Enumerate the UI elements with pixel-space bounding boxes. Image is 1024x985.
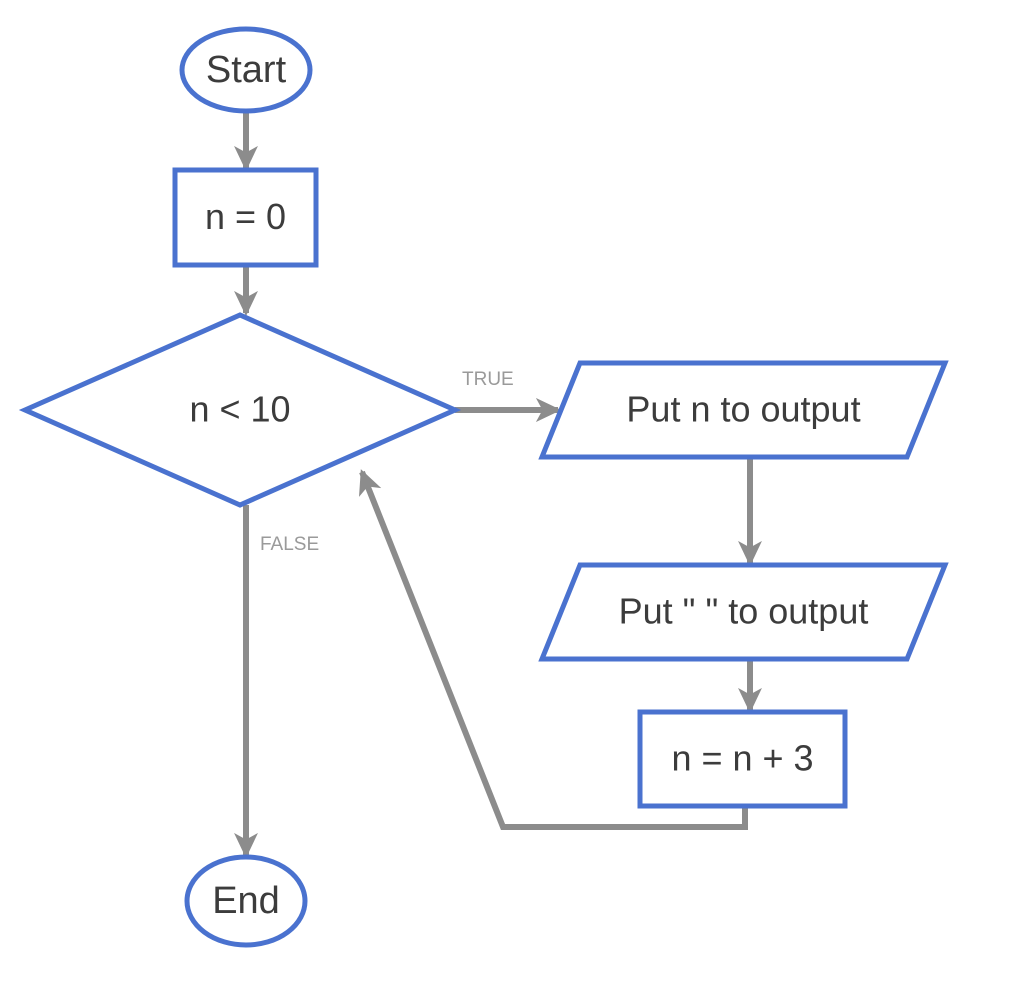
node-condition[interactable]: n < 10 (18, 312, 462, 508)
connector-increment-loop-back-to-condition (359, 469, 748, 830)
node-label-start: Start (206, 49, 287, 91)
node-end[interactable]: End (184, 854, 308, 948)
edge-label-false: FALSE (260, 534, 319, 555)
edge-label-true: TRUE (462, 369, 514, 390)
node-shape-diamond (18, 312, 462, 508)
node-print_n[interactable]: Put n to output (538, 360, 949, 460)
node-print_space[interactable]: Put " " to output (538, 562, 949, 662)
node-shape-rectangle (637, 709, 848, 809)
node-shape-ellipse (184, 854, 308, 948)
connector-line (359, 469, 748, 830)
node-label-init: n = 0 (205, 196, 286, 237)
node-label-print_n: Put n to output (626, 389, 860, 430)
node-init[interactable]: n = 0 (172, 167, 319, 268)
connectors-layer (234, 111, 762, 859)
node-label-print_space: Put " " to output (619, 591, 869, 632)
node-start[interactable]: Start (179, 26, 313, 114)
node-label-condition: n < 10 (189, 389, 290, 430)
node-shape-rectangle (172, 167, 319, 268)
node-increment[interactable]: n = n + 3 (637, 709, 848, 809)
node-label-end: End (212, 880, 280, 922)
edge-labels-layer: TRUE FALSE (260, 369, 514, 555)
node-shape-parallelogram (538, 562, 949, 662)
node-shape-ellipse (179, 26, 313, 114)
node-label-increment: n = n + 3 (671, 738, 813, 779)
node-shape-parallelogram (538, 360, 949, 460)
